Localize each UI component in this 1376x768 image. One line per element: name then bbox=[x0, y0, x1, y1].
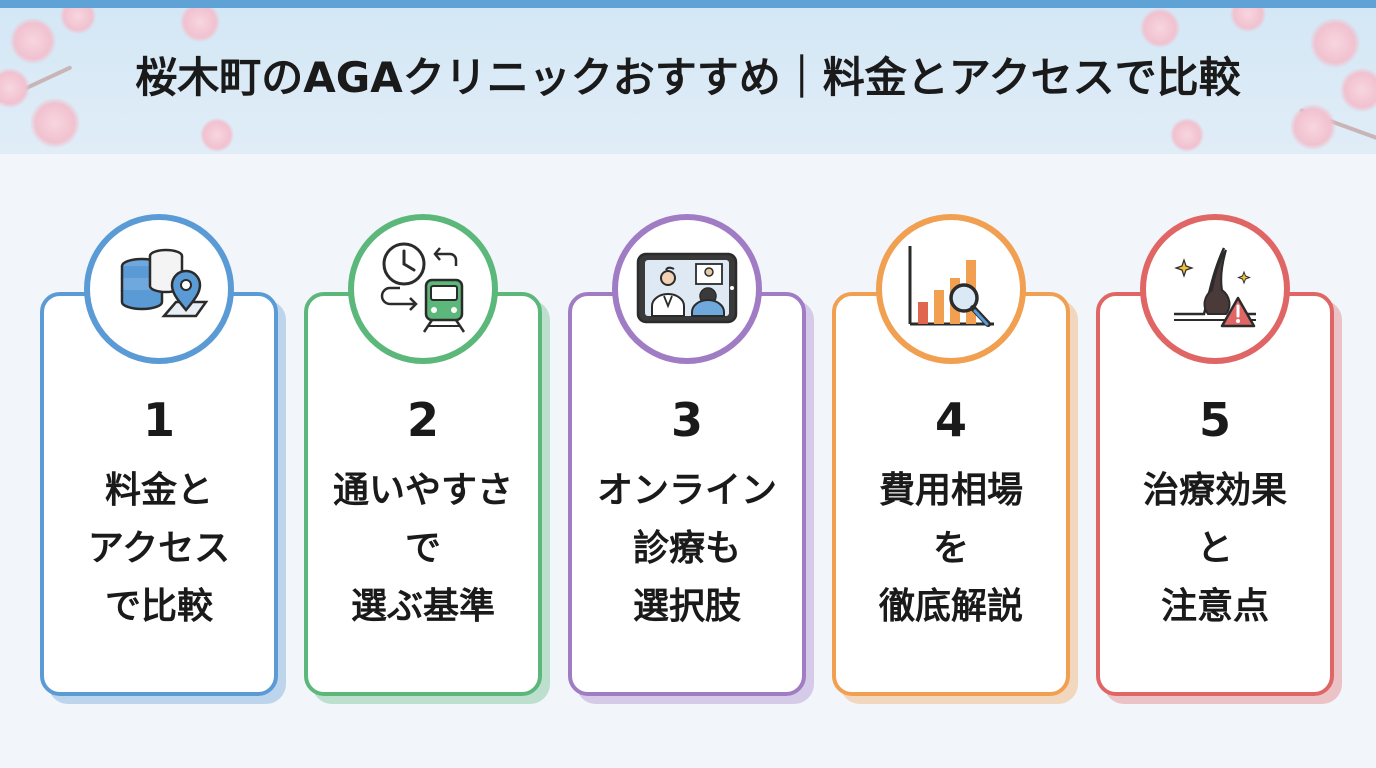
blossom-decoration bbox=[1170, 118, 1204, 152]
blossom-decoration bbox=[1230, 8, 1266, 32]
card-5-number: 5 bbox=[1198, 393, 1231, 447]
card-3-text: オンライン 診療も 選択肢 bbox=[568, 462, 806, 636]
card-5-icon-badge bbox=[1140, 214, 1290, 364]
card-2-icon-badge bbox=[348, 214, 498, 364]
card-5-text: 治療効果 と 注意点 bbox=[1096, 462, 1334, 636]
blossom-decoration bbox=[1140, 8, 1180, 48]
clock-train-icon bbox=[380, 242, 466, 333]
card-2-text: 通いやすさ で 選ぶ基準 bbox=[304, 462, 542, 636]
bar-chart-magnifier-icon bbox=[908, 246, 994, 327]
card-1-text: 料金と アクセス で比較 bbox=[40, 462, 278, 636]
card-1 bbox=[40, 292, 278, 696]
hair-follicle-warning-icon bbox=[1174, 247, 1256, 328]
card-1-icon-badge bbox=[84, 214, 234, 364]
card-1-line: で比較 bbox=[104, 586, 213, 627]
blossom-decoration bbox=[30, 98, 80, 148]
card-2-number: 2 bbox=[406, 393, 439, 447]
blossom-decoration bbox=[180, 8, 220, 42]
card-4-line: 徹底解説 bbox=[878, 586, 1023, 627]
page-title: 桜木町のAGAクリニックおすすめ｜料金とアクセスで比較 bbox=[135, 53, 1241, 102]
blossom-decoration bbox=[60, 8, 96, 34]
card-3-icon-badge bbox=[612, 214, 762, 364]
top-accent-bar bbox=[0, 0, 1376, 8]
card-3-number: 3 bbox=[670, 393, 703, 447]
blossom-decoration bbox=[10, 18, 56, 64]
card-4-line: を bbox=[932, 528, 969, 569]
card-3-line: オンライン bbox=[596, 470, 777, 511]
card-2-line: 選ぶ基準 bbox=[350, 586, 495, 627]
card-1-number: 1 bbox=[142, 393, 175, 447]
blossom-decoration bbox=[1340, 68, 1376, 112]
card-5-line: 注意点 bbox=[1160, 586, 1269, 627]
card-3-line: 選択肢 bbox=[632, 586, 741, 627]
card-4-icon-badge bbox=[876, 214, 1026, 364]
blossom-decoration bbox=[1290, 104, 1336, 150]
card-1-line: 料金と bbox=[104, 470, 213, 511]
card-5-line: 治療効果 bbox=[1142, 470, 1287, 511]
header-banner: 桜木町のAGAクリニックおすすめ｜料金とアクセスで比較 bbox=[0, 8, 1376, 154]
card-2-line: 通いやすさ bbox=[332, 470, 513, 511]
card-3-line: 診療も bbox=[632, 528, 741, 569]
card-4-number: 4 bbox=[934, 393, 967, 447]
card-4-text: 費用相場 を 徹底解説 bbox=[832, 462, 1070, 636]
blossom-decoration bbox=[200, 118, 234, 152]
card-4-line: 費用相場 bbox=[878, 470, 1023, 511]
database-map-pin-icon bbox=[120, 248, 209, 318]
blossom-decoration bbox=[1310, 18, 1360, 68]
card-2-line: で bbox=[404, 528, 441, 569]
video-consultation-tablet-icon bbox=[636, 252, 738, 324]
card-5-line: と bbox=[1196, 528, 1233, 569]
card-1-line: アクセス bbox=[87, 528, 231, 569]
